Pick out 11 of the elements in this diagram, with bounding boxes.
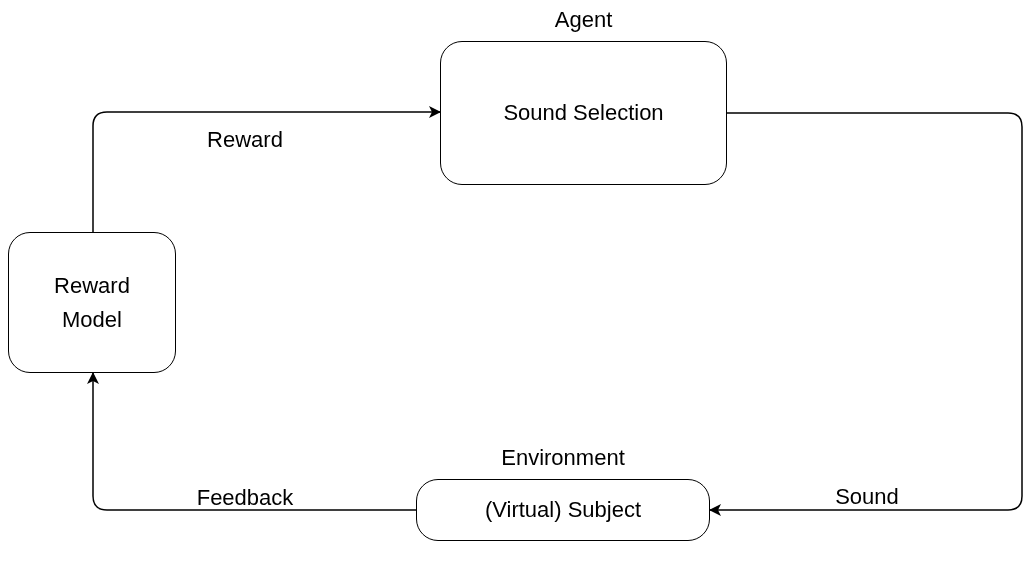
edge-label: Reward <box>207 129 283 151</box>
node-heading: Agent <box>554 9 613 31</box>
node-heading: Environment <box>501 447 625 469</box>
arrow <box>709 112 1023 516</box>
node-label: Sound Selection <box>503 99 664 127</box>
arrow <box>92 106 441 233</box>
node-label: (Virtual) Subject <box>484 496 642 524</box>
edge-label: Sound <box>835 486 899 508</box>
arrow <box>87 372 417 511</box>
node-label: Reward Model <box>53 271 131 334</box>
edge-label: Feedback <box>196 487 294 509</box>
